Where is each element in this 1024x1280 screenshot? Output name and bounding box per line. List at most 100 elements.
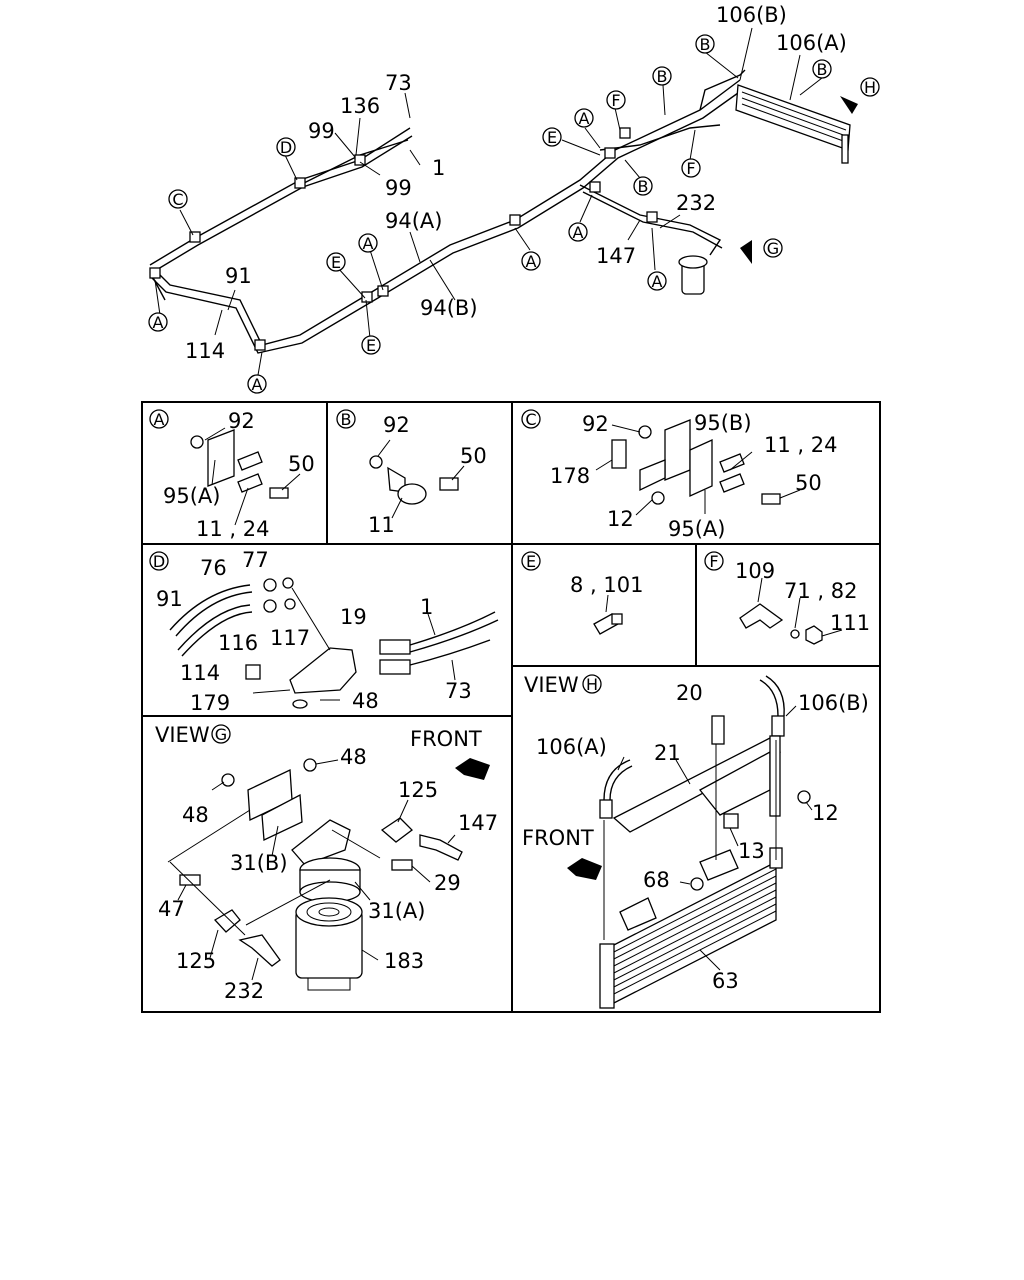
svg-text:A: A [153,313,164,332]
panel-d-label-91: 91 [156,587,183,611]
panel-g-label-183: 183 [384,949,424,973]
panel-f: F 109 71 , 82 111 [704,551,870,645]
oil-filter-183 [295,897,363,991]
svg-text:B: B [638,177,649,196]
panel-b-title: B [341,410,352,429]
view-g-arrow [740,240,752,264]
panel-d-label-19: 19 [340,605,367,629]
overview-piping [149,69,858,354]
panel-d-label-48: 48 [352,689,379,713]
svg-text:A: A [579,109,590,128]
overview-label-136: 136 [340,94,380,118]
panel-d-label-73: 73 [445,679,472,703]
svg-text:F: F [611,91,620,110]
panel-d-label-1: 1 [420,595,433,619]
panel-f-title: F [709,552,718,571]
svg-text:A: A [363,234,374,253]
panel-g-label-31a: 31(A) [368,899,425,923]
panel-h-label-68: 68 [643,868,670,892]
svg-text:C: C [172,190,183,209]
overview-marker-a4: A [521,251,541,271]
overview-marker-e2: E [326,252,346,272]
panel-h-front-label: FRONT [522,826,594,850]
panel-h-label-12: 12 [812,801,839,825]
svg-text:E: E [547,128,557,147]
panel-c: C 92 95(B) 178 11 , 24 50 12 95(A) [521,409,837,541]
overview-marker-b1: B [695,34,715,54]
overview-label-114: 114 [185,339,225,363]
svg-text:A: A [573,223,584,242]
panel-d-label-179: 179 [190,691,230,715]
panel-g-view-word: VIEW [155,723,210,747]
panel-a-label-11-24: 11 , 24 [196,517,269,541]
svg-text:B: B [657,67,668,86]
overview-marker-b4: B [633,176,653,196]
overview-marker-a8: A [594,133,605,152]
overview-clamps [149,127,658,351]
svg-text:B: B [817,60,828,79]
overview-view-h-marker: H [860,77,880,97]
overview-leaders [154,27,823,376]
panel-h-label-13: 13 [738,839,765,863]
panel-h: VIEW H FRONT 20 106(B) 106(A [522,673,869,1009]
panel-g-front-label: FRONT [410,727,482,751]
panel-c-label-12: 12 [607,507,634,531]
panel-g-label-47: 47 [158,897,185,921]
overview-marker-e1: E [542,127,562,147]
panel-c-label-178: 178 [550,464,590,488]
overview-marker-e3: E [361,335,381,355]
overview-marker-f1: F [606,90,626,110]
panel-g: VIEW G FRONT 48 48 125 [155,723,498,1003]
overview-marker-a2: A [568,222,588,242]
svg-text:E: E [331,253,341,272]
panel-a-title: A [154,410,165,429]
overview-label-91: 91 [225,264,252,288]
view-h-arrow [840,96,858,114]
panel-b-label-50: 50 [460,444,487,468]
panel-e-label-8-101: 8 , 101 [570,573,643,597]
panel-b: B 92 50 11 [336,409,487,537]
overview-marker-a3: A [647,271,667,291]
panel-b-label-11: 11 [368,513,395,537]
panel-d-label-114: 114 [180,661,220,685]
svg-text:B: B [700,35,711,54]
panel-h-title: H [586,675,598,694]
panel-d-label-116: 116 [218,631,258,655]
panel-h-label-21: 21 [654,741,681,765]
svg-text:F: F [686,159,695,178]
overview-marker-f2: F [681,158,701,178]
overview-label-147: 147 [596,244,636,268]
panel-b-label-92: 92 [383,413,410,437]
overview-label-106b: 106(B) [716,3,787,27]
panel-c-label-11-24: 11 , 24 [764,433,837,457]
overview-label-99b: 99 [385,176,412,200]
panel-e: E 8 , 101 [521,551,643,635]
panel-g-label-48b: 48 [182,803,209,827]
panel-c-label-50: 50 [795,471,822,495]
overview-oil-filter [678,255,708,295]
panel-g-label-48a: 48 [340,745,367,769]
overview-marker-b2: B [812,59,832,79]
overview-label-99: 99 [308,119,335,143]
panel-a: A 92 95(A) 11 , 24 50 [149,409,315,541]
overview-marker-d: D [276,137,296,157]
overview-oil-cooler [735,84,851,164]
panel-g-front-arrow [455,758,490,780]
svg-text:A: A [526,252,537,271]
overview-label-94b: 94(B) [420,296,478,320]
panel-f-label-109: 109 [735,559,775,583]
panel-g-label-31b: 31(B) [230,851,288,875]
panel-g-title: G [215,725,227,744]
panel-h-front-arrow [567,858,602,880]
panel-grid [141,401,881,1013]
overview-marker-a1: A [574,108,594,128]
panel-h-label-20: 20 [676,681,703,705]
svg-text:H: H [864,78,876,97]
overview-marker-c: C [168,189,188,209]
svg-text:A: A [252,375,263,394]
panel-d-label-77: 77 [242,548,269,572]
panel-a-label-95a: 95(A) [163,484,220,508]
panel-g-label-125a: 125 [398,778,438,802]
overview-label-73: 73 [385,71,412,95]
